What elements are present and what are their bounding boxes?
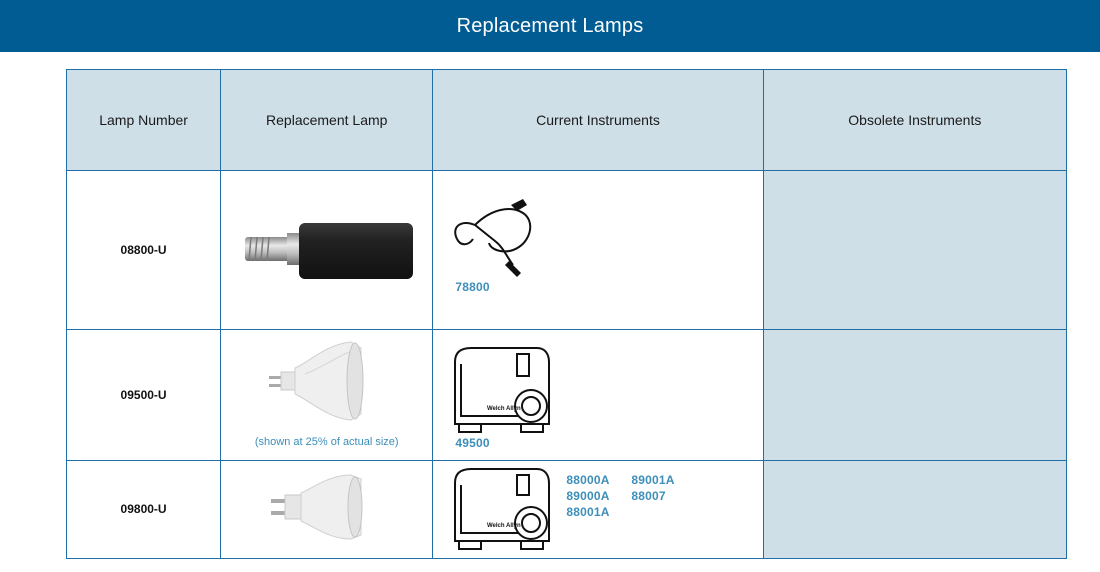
cable-instrument-image	[454, 199, 532, 278]
current-instruments-cell: 78800	[432, 170, 764, 330]
current-instruments-cell: Welch Allyn 88000A 89001A 89000A 88007 8…	[432, 459, 764, 560]
column-header-replacement-lamp: Replacement Lamp	[220, 68, 434, 172]
instrument-model: 78800	[455, 280, 490, 295]
instrument-model: 88000A	[566, 472, 610, 487]
table-header-row: Lamp Number Replacement Lamp Current Ins…	[65, 68, 1068, 172]
replacement-lamp-cell	[220, 170, 434, 330]
table-row: 09800-U Welch Al	[65, 459, 1068, 560]
replacement-lamp-cell	[220, 459, 434, 560]
column-header-lamp-number: Lamp Number	[65, 68, 222, 172]
svg-text:Welch Allyn: Welch Allyn	[487, 406, 521, 412]
light-source-instrument-image: Welch Allyn	[454, 467, 551, 550]
instrument-model: 89000A	[566, 488, 610, 503]
replacement-lamp-cell: (shown at 25% of actual size)	[220, 328, 434, 461]
page-title: Replacement Lamps	[456, 14, 644, 37]
instrument-model: 88007	[631, 488, 666, 503]
lamp-number-cell: 08800-U	[65, 170, 222, 330]
obsolete-instruments-cell	[762, 328, 1068, 461]
instrument-model: 49500	[455, 435, 490, 450]
table-row: 08800-U	[65, 170, 1068, 330]
reflector-lamp-image	[269, 341, 364, 421]
obsolete-instruments-cell	[762, 170, 1068, 330]
lamp-number-cell: 09800-U	[65, 459, 222, 560]
svg-text:Welch Allyn: Welch Allyn	[487, 523, 521, 529]
title-banner: Replacement Lamps	[0, 0, 1100, 52]
obsolete-instruments-cell	[762, 459, 1068, 560]
column-header-current-instruments: Current Instruments	[432, 68, 764, 172]
lamp-number-cell: 09500-U	[65, 328, 222, 461]
light-source-instrument-image: Welch Allyn	[454, 346, 551, 433]
lamps-table: Lamp Number Replacement Lamp Current Ins…	[65, 68, 1068, 560]
instrument-model: 88001A	[566, 504, 610, 519]
table-row: 09500-U (shown at 25% of actual size)	[65, 328, 1068, 461]
image-caption: (shown at 25% of actual size)	[254, 435, 399, 448]
instrument-model: 89001A	[631, 472, 675, 487]
current-instruments-cell: Welch Allyn 49500	[432, 328, 764, 461]
column-header-obsolete-instruments: Obsolete Instruments	[762, 68, 1068, 172]
halogen-lamp-image	[245, 223, 414, 280]
reflector-lamp-image	[271, 474, 363, 540]
